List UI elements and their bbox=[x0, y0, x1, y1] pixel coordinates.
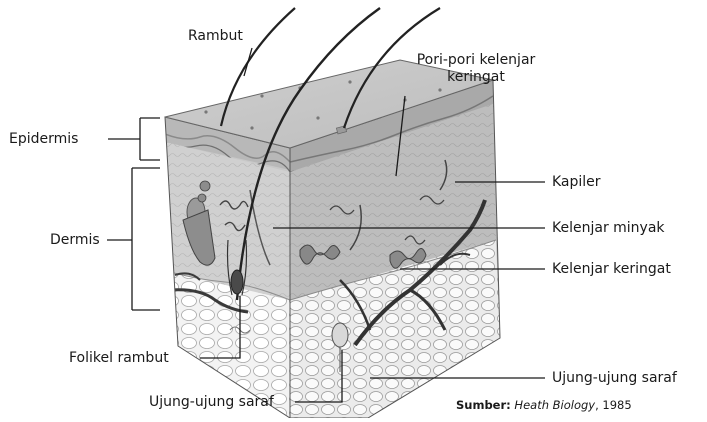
source-prefix: Sumber: bbox=[456, 398, 511, 412]
bracket-epidermis bbox=[108, 118, 160, 160]
label-ujung-saraf-left: Ujung-ujung saraf bbox=[149, 394, 274, 411]
source-year: , 1985 bbox=[595, 398, 632, 412]
label-kelenjar-keringat: Kelenjar keringat bbox=[552, 261, 671, 278]
source-title: Heath Biology bbox=[514, 398, 595, 412]
label-pori-pori: Pori-pori kelenjar keringat bbox=[398, 52, 554, 86]
label-folikel-rambut: Folikel rambut bbox=[69, 350, 169, 367]
label-kelenjar-minyak: Kelenjar minyak bbox=[552, 220, 665, 237]
source-credit: Sumber: Heath Biology, 1985 bbox=[456, 398, 632, 412]
label-dermis: Dermis bbox=[50, 232, 100, 249]
bracket-dermis bbox=[107, 168, 160, 310]
leader-rambut bbox=[244, 48, 252, 76]
label-epidermis: Epidermis bbox=[9, 131, 78, 148]
label-rambut: Rambut bbox=[188, 28, 243, 45]
label-pori-line2: keringat bbox=[398, 69, 554, 86]
label-kapiler: Kapiler bbox=[552, 174, 601, 191]
label-ujung-saraf-right: Ujung-ujung saraf bbox=[552, 370, 677, 387]
label-pori-line1: Pori-pori kelenjar bbox=[398, 52, 554, 69]
